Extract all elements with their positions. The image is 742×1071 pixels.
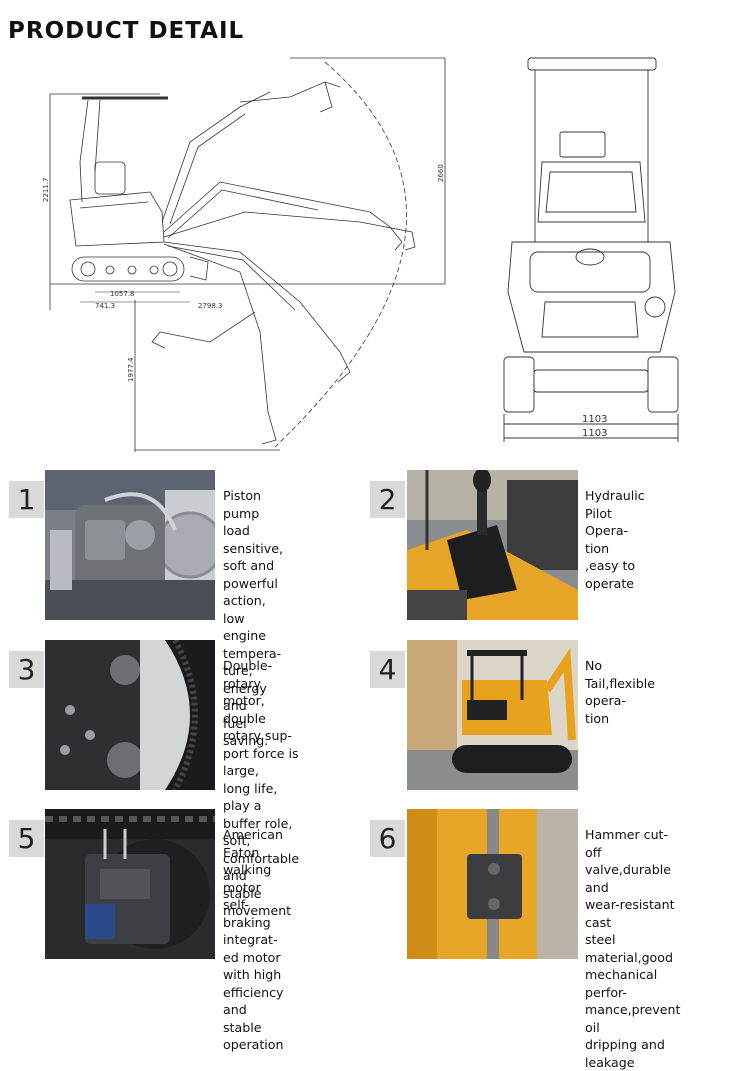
dim-reach: 2798.3 bbox=[198, 302, 223, 310]
feature-number: 1 bbox=[9, 481, 44, 518]
dim-tail: 741.3 bbox=[95, 302, 115, 310]
page-title: PRODUCT DETAIL bbox=[8, 18, 245, 44]
dim-side-height: 2211.7 bbox=[42, 178, 50, 203]
feature-number: 5 bbox=[9, 820, 44, 857]
hammer-valve-photo bbox=[407, 809, 578, 959]
dim-track-length: 1057.8 bbox=[110, 290, 135, 298]
feature-text: Piston pump load sensitive, soft and pow… bbox=[223, 488, 283, 748]
dim-max-dig-height: 2660 bbox=[437, 164, 445, 182]
feature-number: 4 bbox=[370, 651, 405, 688]
front-view-drawing: 1103 1103 bbox=[503, 57, 679, 442]
feature-number: 2 bbox=[370, 481, 405, 518]
walking-motor-photo bbox=[45, 809, 215, 959]
dim-front-width-inner: 1103 bbox=[582, 414, 607, 425]
feature-number: 6 bbox=[370, 820, 405, 857]
rotary-motor-photo bbox=[45, 640, 215, 790]
feature-text: American Eaton walking motor self-brakin… bbox=[223, 827, 284, 1052]
feature-text: No Tail,flexible opera- tion bbox=[585, 658, 655, 726]
excavator-photo bbox=[407, 640, 578, 790]
piston-pump-photo bbox=[45, 470, 215, 620]
feature-text: Hammer cut-off valve,durable and wear-re… bbox=[585, 827, 681, 1070]
side-view-drawing: 2211.7 2660 1057.8 741.3 2798.3 1977.4 bbox=[42, 57, 446, 452]
feature-number: 3 bbox=[9, 651, 44, 688]
dim-front-width-outer: 1103 bbox=[582, 428, 607, 439]
dim-dig-depth: 1977.4 bbox=[127, 357, 135, 382]
pilot-control-photo bbox=[407, 470, 578, 620]
feature-text: Double-rotary motor, double rotary sup- … bbox=[223, 658, 300, 918]
feature-text: Hydraulic Pilot Opera- tion ,easy to ope… bbox=[585, 488, 645, 591]
